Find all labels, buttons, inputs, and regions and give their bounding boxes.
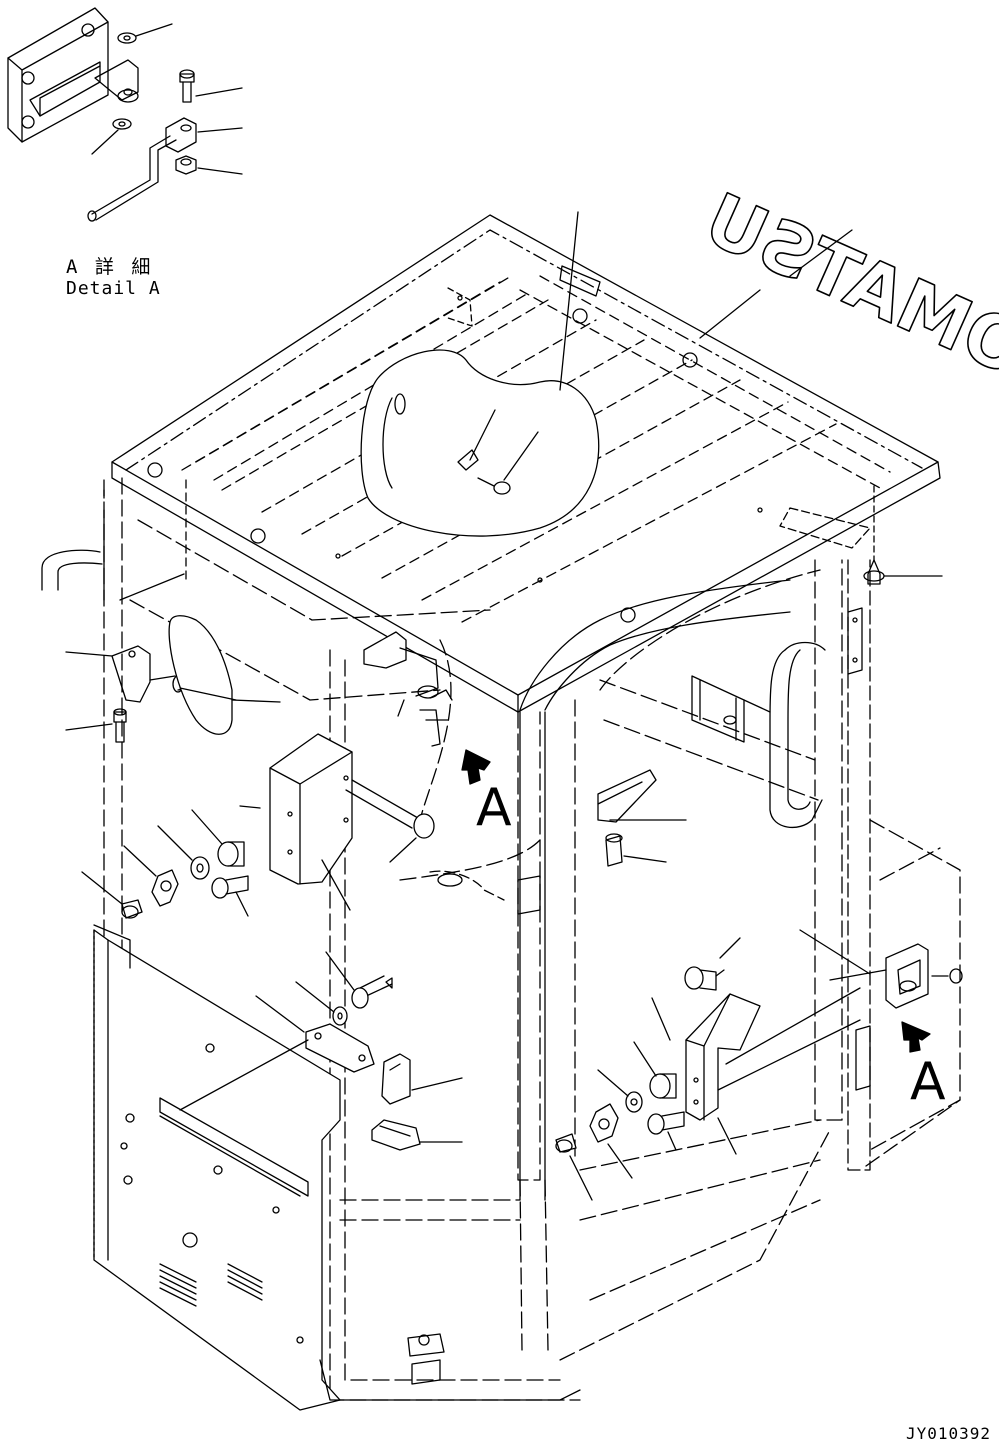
panel-vent-slots <box>159 1263 263 1307</box>
rear-pillar-tube <box>519 559 871 1201</box>
detail-a-bracket-plate <box>7 7 109 143</box>
view-arrow-label-right: A <box>910 1052 946 1112</box>
right-bolt-top <box>684 937 741 991</box>
storage-cover <box>239 733 353 911</box>
long-bolt <box>345 779 435 863</box>
view-arrow-label-center: A <box>476 778 512 838</box>
view-arrow-a-center <box>419 689 491 785</box>
leader-lines <box>103 211 579 701</box>
detail-a-striker <box>94 59 139 103</box>
leader-mirror <box>119 573 185 601</box>
right-rear-panel <box>865 819 961 1167</box>
detail-a-nut <box>175 155 243 175</box>
wing-knob <box>123 845 179 907</box>
door-lock-assembly <box>799 929 963 1009</box>
left-handrail <box>41 509 105 601</box>
detail-a-title-en: Detail A <box>66 278 161 299</box>
right-cover <box>651 987 861 1155</box>
drawing-number: JY010392 <box>905 1424 991 1443</box>
lower-catch <box>371 1119 463 1151</box>
right-washer <box>597 1069 643 1113</box>
right-bracket-plate <box>597 769 687 823</box>
mirror-bolt <box>65 708 127 743</box>
lower-latch <box>381 1053 463 1105</box>
cap-nut <box>81 871 143 919</box>
collar <box>191 809 245 867</box>
right-roof-stud <box>863 485 943 585</box>
center-clip <box>363 631 439 717</box>
roof-tab <box>559 265 601 297</box>
pillar-brackets <box>517 607 871 1091</box>
roof-insulation-pad <box>360 349 600 537</box>
komatsu-decal: KOMATSU <box>692 176 999 415</box>
right-stud <box>605 833 667 867</box>
right-bolt-small <box>647 1111 685 1151</box>
detail-a-latch-rod <box>87 117 243 222</box>
right-cap-nut <box>555 1133 593 1201</box>
right-collar <box>633 1041 677 1099</box>
roof-holes <box>147 295 763 623</box>
washer <box>157 825 210 880</box>
detail-a-title-jp: A 詳 細 <box>66 256 154 278</box>
detail-a-bolt <box>179 69 243 103</box>
mirror <box>168 615 281 735</box>
detail-a-inset <box>7 7 243 222</box>
bolt-small <box>211 875 249 917</box>
roof-cutout <box>447 287 473 327</box>
lower-washer <box>295 981 348 1026</box>
detail-a-washer-bottom <box>91 118 132 155</box>
lower-bolt <box>325 951 393 1009</box>
left-side-panel <box>93 924 341 1411</box>
roof-plate <box>779 507 871 549</box>
lower-bracket <box>179 995 375 1111</box>
detail-a-washer-top <box>117 23 173 44</box>
right-wing-knob <box>589 1103 633 1179</box>
komatsu-decal-text: KOMATSU <box>693 177 999 414</box>
view-arrow-a-right <box>901 1021 931 1053</box>
right-handrail <box>769 641 826 829</box>
cab-floor <box>319 870 581 1401</box>
